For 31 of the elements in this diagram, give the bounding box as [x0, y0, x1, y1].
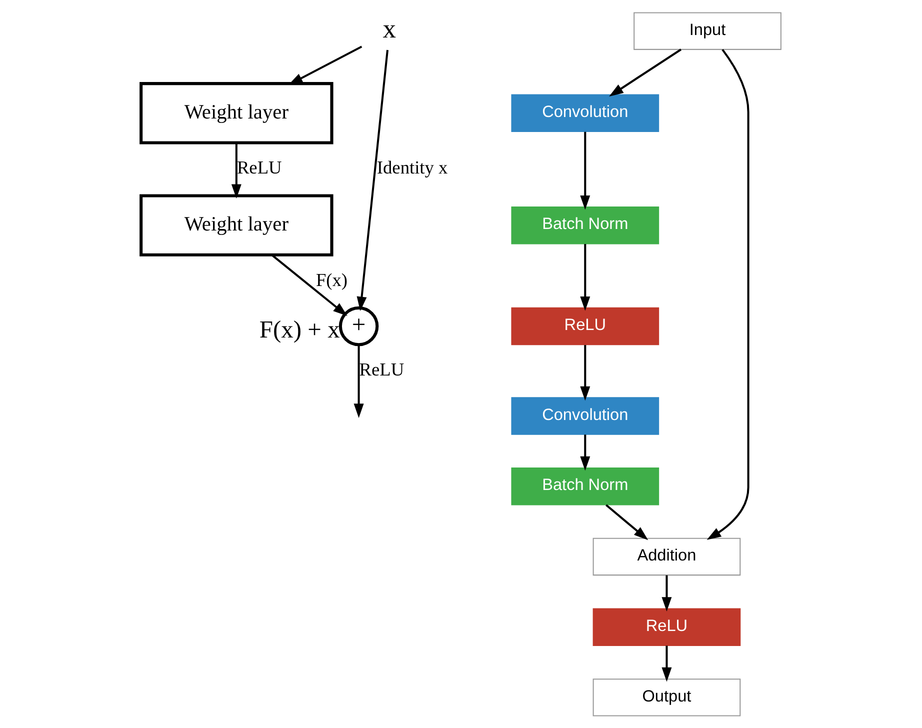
arrow: [271, 254, 348, 316]
node-box: Output: [592, 678, 741, 716]
node-box: ReLU: [511, 307, 660, 346]
arrow: [609, 48, 682, 96]
node-circle: +: [338, 306, 379, 346]
arrow: [580, 345, 590, 401]
arrow: [606, 504, 648, 540]
node-box: Weight layer: [140, 194, 334, 256]
node-label: F(x) + x: [259, 316, 340, 344]
node-box: Convolution: [511, 94, 660, 132]
arrow: [288, 46, 362, 85]
node-box: Batch Norm: [511, 206, 660, 244]
arrow: [662, 575, 672, 612]
arrow: [580, 434, 590, 471]
node-box: Addition: [592, 538, 741, 576]
node-text: x: [382, 14, 396, 44]
arrow: [662, 646, 672, 682]
node-box: Input: [634, 12, 782, 50]
arrow: [580, 132, 590, 210]
arrow: [231, 142, 242, 198]
arrow: [706, 48, 750, 540]
edge-label: ReLU: [236, 158, 282, 178]
arrow: [580, 244, 590, 311]
node-box: Convolution: [511, 397, 660, 435]
arrow: [356, 50, 389, 312]
node-box: ReLU: [592, 608, 741, 646]
edge-label: Identity x: [376, 158, 448, 178]
node-box: Weight layer: [140, 82, 334, 144]
edge-label: F(x): [316, 270, 348, 290]
arrow: [354, 345, 364, 418]
node-box: Batch Norm: [511, 468, 660, 506]
